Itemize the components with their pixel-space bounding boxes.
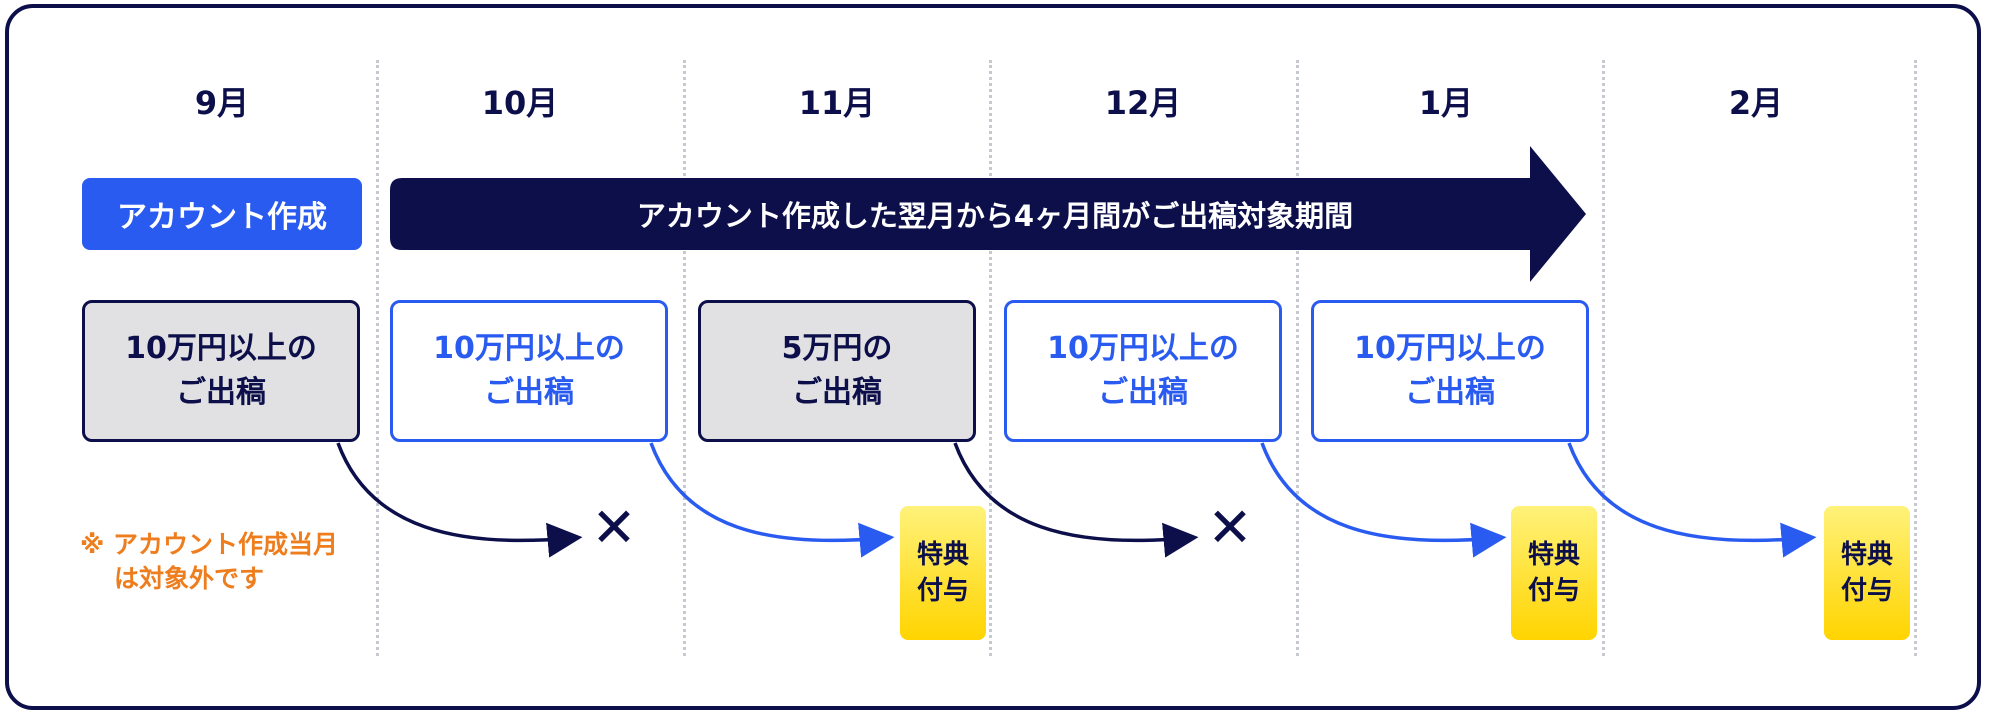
deposit-box-line2: ご出稿	[1405, 375, 1495, 410]
column-divider	[683, 60, 686, 656]
deposit-box-line2: ご出稿	[176, 375, 266, 410]
period-label: アカウント作成した翌月から4ヶ月間がご出稿対象期間	[636, 199, 1354, 233]
bonus-badge-nov: 特典付与	[900, 506, 986, 640]
column-divider	[376, 60, 379, 656]
deposit-box-line1: 10万円以上の	[433, 331, 625, 366]
bonus-badge-feb: 特典付与	[1824, 506, 1910, 640]
cross-icon: ✕	[591, 496, 637, 559]
deposit-box-line1: 10万円以上の	[1354, 331, 1546, 366]
month-header-feb: 2月	[1728, 84, 1784, 122]
flow-arrow-dec	[1260, 442, 1507, 558]
deposit-box-line1: 10万円以上の	[1047, 331, 1239, 366]
column-divider	[1914, 60, 1917, 656]
bonus-line2: 付与	[1840, 576, 1893, 606]
note-line2: は対象外です	[114, 564, 265, 593]
month-header-oct: 10月	[481, 84, 559, 122]
column-divider	[989, 60, 992, 656]
cross-icon: ✕	[1207, 496, 1253, 559]
bonus-line1: 特典	[1527, 540, 1580, 570]
month-header-dec: 12月	[1104, 84, 1182, 122]
month-header-jan: 1月	[1418, 84, 1474, 122]
flow-arrow-sep	[336, 442, 583, 558]
note-line1: ※ アカウント作成当月	[80, 530, 339, 559]
flow-arrow-nov	[953, 442, 1199, 558]
deposit-box-dec: 10万円以上のご出稿	[1004, 300, 1282, 442]
deposit-box-nov: 5万円のご出稿	[698, 300, 976, 442]
deposit-box-line2: ご出稿	[1098, 375, 1188, 410]
deposit-box-line1: 5万円の	[781, 331, 893, 366]
deposit-box-oct: 10万円以上のご出稿	[390, 300, 668, 442]
bonus-line1: 特典	[916, 540, 969, 570]
deposit-box-line1: 10万円以上の	[125, 331, 317, 366]
deposit-box-line2: ご出稿	[484, 375, 574, 410]
bonus-line2: 付与	[1527, 576, 1580, 606]
month-header-sep: 9月	[194, 84, 250, 122]
period-arrow	[390, 146, 1586, 282]
flow-arrow-oct	[649, 442, 895, 558]
deposit-box-sep: 10万円以上のご出稿	[82, 300, 360, 442]
exclusion-note: ※ アカウント作成当月 は対象外です	[80, 528, 380, 596]
column-divider	[1296, 60, 1299, 656]
month-header-nov: 11月	[798, 84, 876, 122]
bonus-badge-jan: 特典付与	[1511, 506, 1597, 640]
column-divider	[1602, 60, 1605, 656]
deposit-box-line2: ご出稿	[792, 375, 882, 410]
flow-arrow-jan	[1567, 442, 1817, 558]
bonus-line2: 付与	[916, 576, 969, 606]
bonus-line1: 特典	[1840, 540, 1893, 570]
account-creation-label: アカウント作成	[82, 178, 362, 250]
deposit-box-jan: 10万円以上のご出稿	[1311, 300, 1589, 442]
